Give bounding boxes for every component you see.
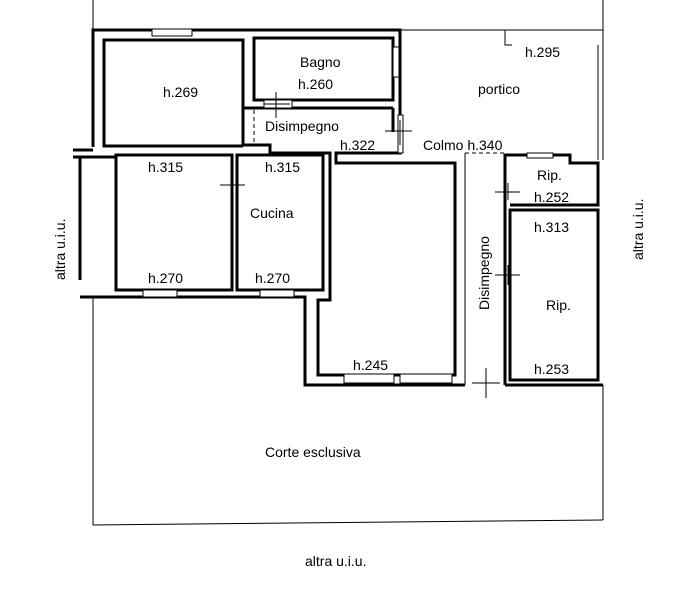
rip2-label: Rip. bbox=[546, 297, 571, 313]
neighbor-right: altra u.i.u. bbox=[630, 199, 646, 260]
property-boundary bbox=[92, 0, 604, 526]
cucina-bottom-height: h.270 bbox=[255, 270, 290, 286]
room2-top-height: h.315 bbox=[148, 159, 183, 175]
disimpegno-height: h.322 bbox=[340, 137, 375, 153]
rip2-bottom-height: h.253 bbox=[534, 361, 569, 377]
cucina-label: Cucina bbox=[250, 205, 294, 221]
bagno-height: h.260 bbox=[298, 76, 333, 92]
door-markers bbox=[220, 92, 520, 398]
rip1-label: Rip. bbox=[537, 167, 562, 183]
disimpegno2-label: Disimpegno bbox=[476, 236, 492, 310]
walls bbox=[73, 28, 603, 387]
rip1-height: h.252 bbox=[534, 189, 569, 205]
rip2-top-height: h.313 bbox=[534, 219, 569, 235]
room2-bottom-height: h.270 bbox=[148, 270, 183, 286]
neighbor-left: altra u.i.u. bbox=[52, 219, 68, 280]
living-height: h.245 bbox=[353, 357, 388, 373]
portico-height: h.295 bbox=[525, 44, 560, 60]
bagno-label: Bagno bbox=[300, 54, 341, 70]
cucina-top-height: h.315 bbox=[265, 159, 300, 175]
neighbor-bottom: altra u.i.u. bbox=[305, 553, 366, 569]
portico-label: portico bbox=[478, 81, 520, 97]
disimpegno-label: Disimpegno bbox=[265, 118, 339, 134]
room1-height: h.269 bbox=[163, 84, 198, 100]
colmo-height: Colmo h.340 bbox=[423, 137, 503, 153]
corte-label: Corte esclusiva bbox=[265, 444, 361, 460]
